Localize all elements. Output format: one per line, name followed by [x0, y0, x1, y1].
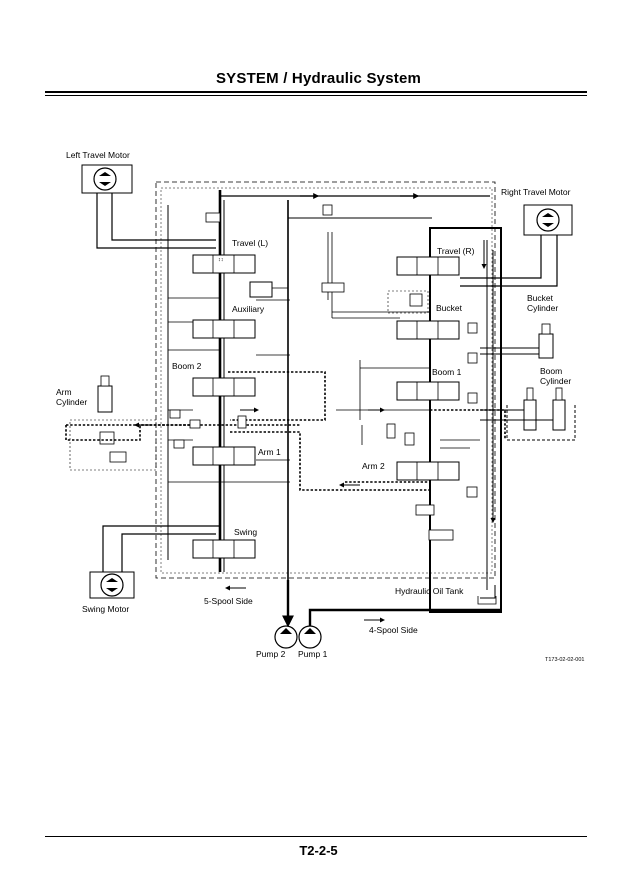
header-rule-thin	[45, 95, 587, 96]
travel-r-label: Travel (R)	[437, 246, 475, 256]
bucket-cylinder-label: Bucket	[527, 293, 554, 303]
spool-swing	[192, 539, 256, 559]
svg-text:↕↕: ↕↕	[218, 257, 224, 263]
bucket-cylinder	[480, 323, 554, 359]
spool-travel-right	[396, 256, 460, 276]
arm-cylinder-label-2: Cylinder	[56, 397, 87, 407]
figure-code: T173-02-02-001	[545, 657, 584, 663]
boom-2-label: Boom 2	[172, 361, 202, 371]
header-rule	[45, 91, 587, 93]
page-title: SYSTEM / Hydraulic System	[215, 70, 422, 87]
right-travel-motor	[460, 204, 573, 287]
boom-cylinder-label-2: Cylinder	[540, 376, 571, 386]
boom-cylinder	[480, 387, 576, 441]
left-travel-motor-label: Left Travel Motor	[66, 150, 130, 160]
control-valve-outline	[155, 181, 496, 579]
bucket-cylinder-label-2: Cylinder	[527, 303, 558, 313]
swing-motor-label: Swing Motor	[82, 604, 129, 614]
spool-boom-1	[396, 381, 460, 401]
page-number: T2-2-5	[299, 843, 338, 858]
right-travel-motor-label: Right Travel Motor	[501, 187, 571, 197]
spool-travel-left: ↕↕	[192, 254, 256, 274]
arm-cylinder-label: Arm	[56, 387, 72, 397]
spool-arm-2	[396, 461, 460, 481]
spool-bucket	[396, 320, 460, 340]
spool-boom-2	[192, 377, 256, 397]
arm-1-label: Arm 1	[258, 447, 281, 457]
travel-l-label: Travel (L)	[232, 238, 268, 248]
bucket-label: Bucket	[436, 303, 463, 313]
four-spool-side-label: 4-Spool Side	[369, 625, 418, 635]
boom-cylinder-label: Boom	[540, 366, 562, 376]
control-valve-outline-inner	[160, 187, 493, 574]
auxiliary-label: Auxiliary	[232, 304, 265, 314]
hydraulic-oil-tank-label: Hydraulic Oil Tank	[395, 586, 464, 596]
arm-2-label: Arm 2	[362, 461, 385, 471]
footer-rule	[45, 836, 587, 837]
boom-1-label: Boom 1	[432, 367, 462, 377]
swing-label: Swing	[234, 527, 257, 537]
pump-1-label: Pump 1	[298, 649, 328, 659]
left-travel-motor	[81, 164, 216, 249]
pump-2-label: Pump 2	[256, 649, 286, 659]
spool-arm-1	[192, 446, 256, 466]
spool-auxiliary	[192, 319, 256, 339]
swing-motor	[89, 525, 220, 599]
five-spool-side-label: 5-Spool Side	[204, 596, 253, 606]
arm-cylinder	[69, 375, 157, 471]
pumps	[274, 625, 322, 649]
